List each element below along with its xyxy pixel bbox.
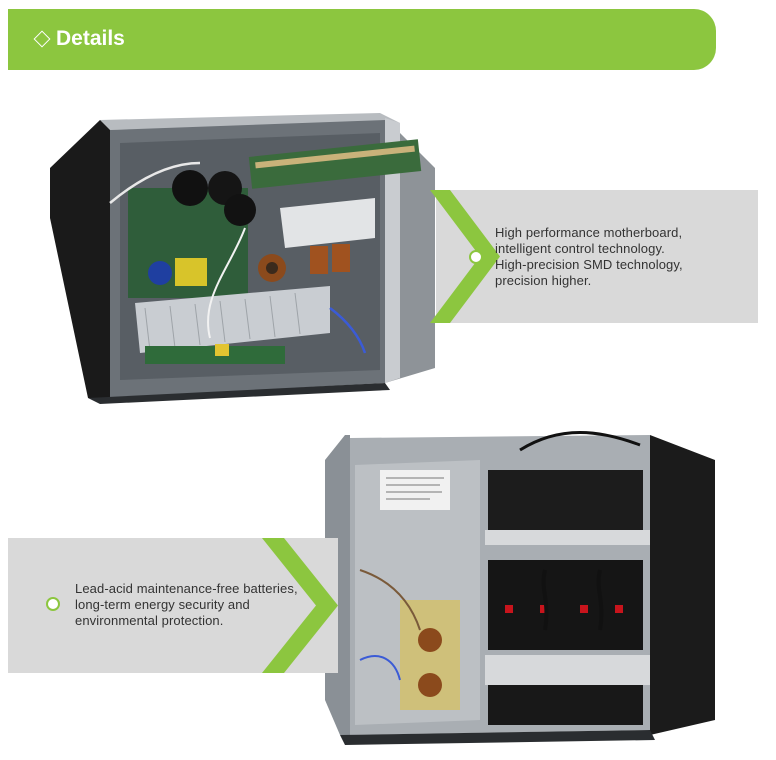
diamond-icon: [33, 30, 51, 48]
ups-battery-photo: [325, 431, 715, 745]
feature-line: environmental protection.: [75, 613, 224, 628]
feature-line: long-term energy security and: [75, 597, 250, 612]
ups-motherboard-photo: [50, 113, 435, 404]
feature-description-2: Lead-acid maintenance-free batteries, lo…: [75, 581, 298, 629]
circle-bullet-icon: [46, 597, 60, 611]
feature-line: precision higher.: [495, 273, 592, 288]
section-title-text: Details: [56, 27, 125, 50]
feature-line: intelligent control technology.: [495, 241, 665, 256]
feature-line: High-precision SMD technology,: [495, 257, 683, 272]
feature-line: High performance motherboard,: [495, 225, 683, 240]
chevron-arrow-icon: [430, 190, 500, 323]
section-title: Details: [33, 25, 125, 53]
circle-bullet-icon: [469, 250, 483, 264]
feature-line: Lead-acid maintenance-free batteries,: [75, 581, 298, 596]
feature-description-1: High performance motherboard, intelligen…: [495, 225, 683, 289]
chevron-arrow-icon: [262, 538, 338, 673]
section-header: Details: [8, 9, 716, 70]
